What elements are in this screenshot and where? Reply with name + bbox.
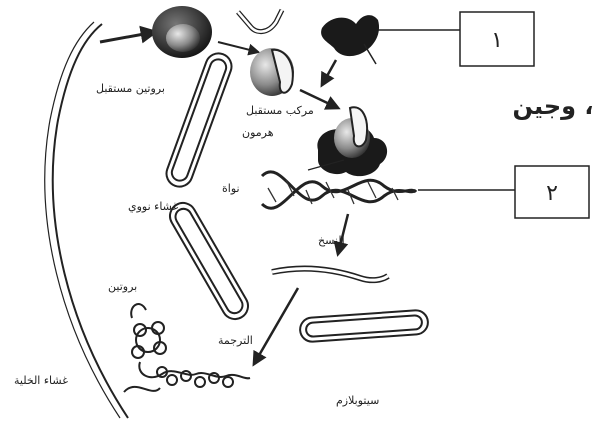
box-1-number: ١ (491, 28, 503, 53)
label-receptor-protein: بروتين مستقبل (96, 82, 165, 95)
dark-protein-shape (321, 15, 379, 64)
label-protein: بروتين (108, 280, 137, 293)
label-box-2: ٢ (515, 166, 589, 218)
label-hormone: هرمون (242, 126, 274, 139)
mrna-strand (272, 269, 388, 281)
label-box-1: ١ (460, 12, 534, 66)
label-nuclear-membrane: غشاء نووي (128, 200, 178, 213)
hormone-molecule-shape (238, 10, 282, 32)
dna-bound-complex-shape (317, 107, 387, 176)
label-translation: الترجمة (218, 334, 253, 347)
arrow-down-1 (322, 60, 336, 85)
hormone-entry-arrow (100, 32, 155, 42)
label-cell-membrane: غشاء الخلية (14, 374, 68, 387)
box-2-number: ٢ (546, 181, 558, 206)
label-cytoplasm: سيتوبلازم (336, 394, 379, 407)
label-hormone-receptor-complex: مركب مستقبل (246, 104, 314, 117)
nuclear-membrane-shapes (163, 50, 429, 343)
receptor-protein-shape (152, 6, 212, 58)
arrow-translation (254, 288, 298, 364)
hormone-receptor-complex-shape (250, 48, 294, 96)
label-transcription: النسخ (318, 234, 345, 247)
label-nucleus: نواة (222, 182, 240, 195)
arrow-to-complex (218, 42, 258, 52)
protein-chain (124, 304, 250, 392)
text-fragment: وجين ، (512, 92, 593, 120)
